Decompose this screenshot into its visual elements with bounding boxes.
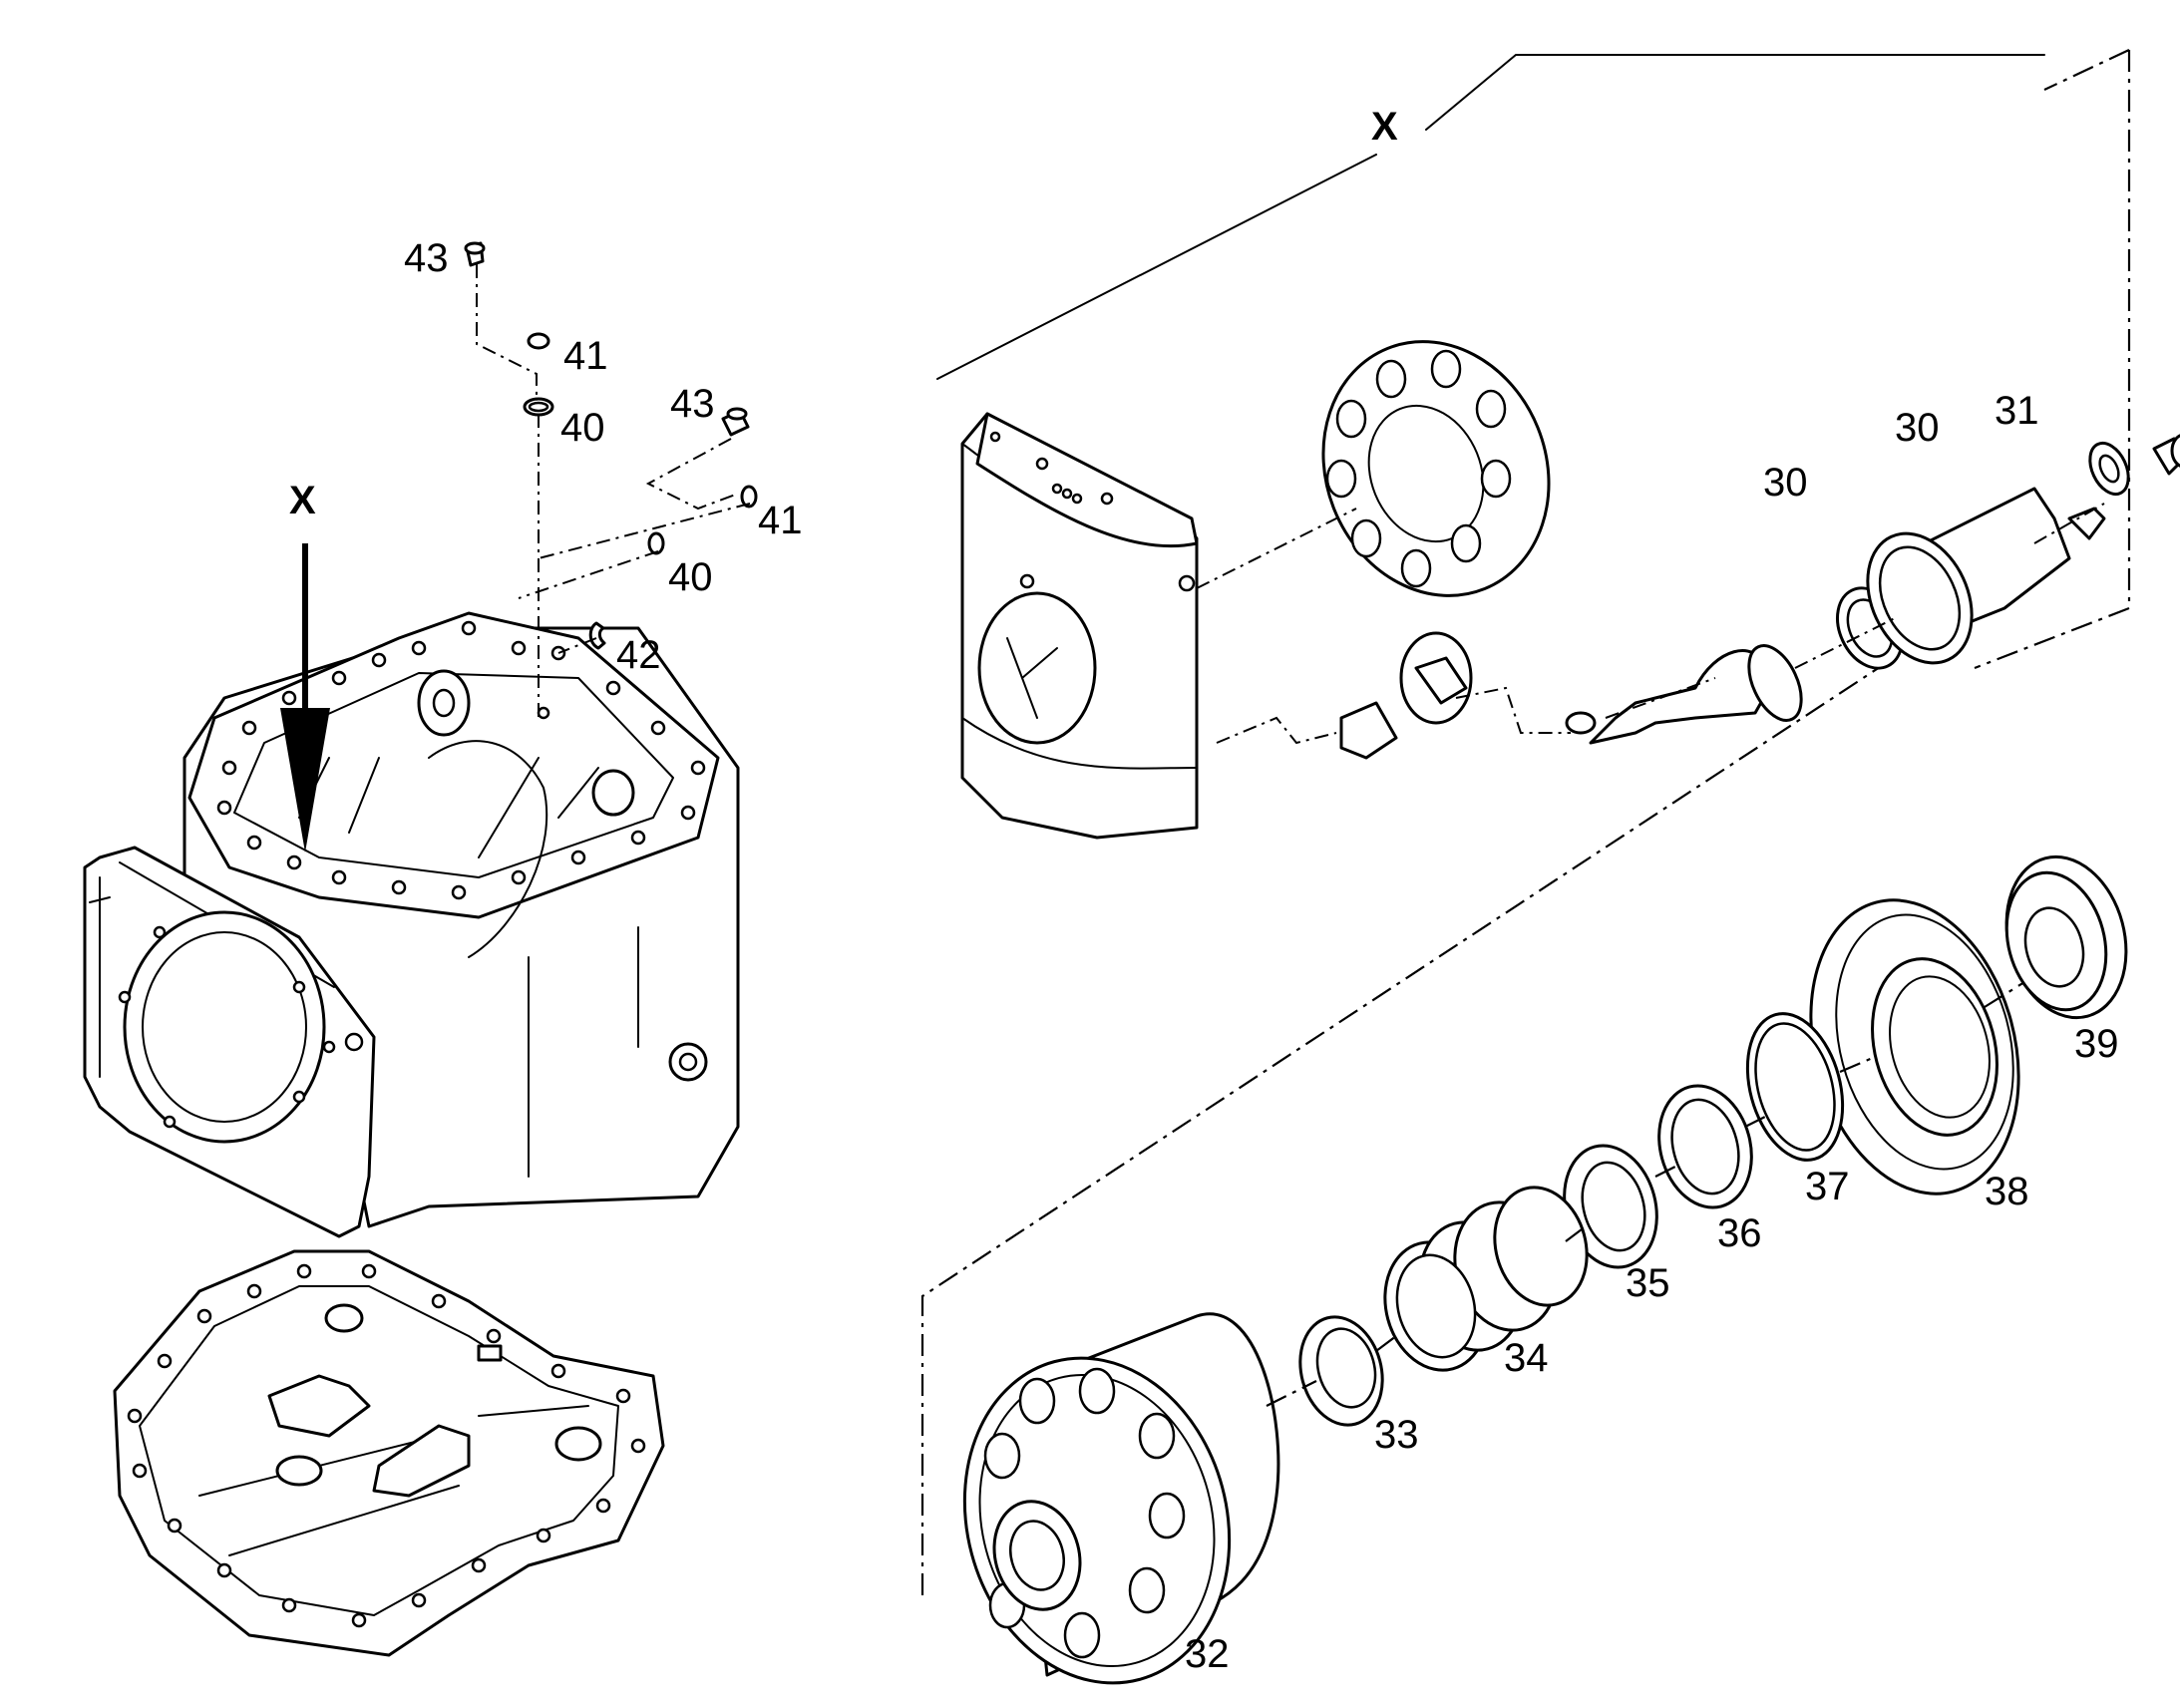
callout-36: 36 xyxy=(1717,1211,1762,1255)
callout-34: 34 xyxy=(1504,1336,1549,1380)
callout-40-side: 40 xyxy=(668,555,713,599)
callout-43-side: 43 xyxy=(670,382,715,426)
callout-40-top: 40 xyxy=(560,406,605,450)
cover-bolt-holes xyxy=(127,1263,646,1628)
callout-41-top: 41 xyxy=(563,334,608,378)
housing-assembly xyxy=(83,611,740,1238)
callout-labels: 43 41 40 43 41 40 42 30 30 31 32 33 34 3… xyxy=(404,236,2119,1676)
spring xyxy=(1383,1186,1589,1372)
view-x-arrow: X xyxy=(280,479,330,853)
detail-x-frame: X xyxy=(920,49,2131,1595)
callout-33: 33 xyxy=(1374,1413,1419,1457)
end-block xyxy=(960,412,1199,840)
callout-42: 42 xyxy=(616,633,661,677)
callout-30-washer: 30 xyxy=(1895,406,1940,450)
view-x-label-left: X xyxy=(289,479,316,522)
callout-30-sleeve: 30 xyxy=(1763,461,1808,505)
callout-32: 32 xyxy=(1185,1632,1230,1676)
callout-35: 35 xyxy=(1626,1261,1670,1305)
cover-plate xyxy=(113,1249,665,1657)
callout-43-top: 43 xyxy=(404,236,449,280)
callout-31: 31 xyxy=(1995,389,2039,433)
housing-bolt-holes xyxy=(216,620,706,900)
cylinder-bores xyxy=(983,1367,1186,1659)
callout-39: 39 xyxy=(2074,1022,2119,1066)
callout-37: 37 xyxy=(1805,1165,1850,1208)
callout-41-side: 41 xyxy=(758,499,803,542)
rotating-group xyxy=(962,854,2128,1685)
view-x-label-detail: X xyxy=(1371,105,1398,149)
housing-top-fittings xyxy=(464,241,758,650)
retainer-parts xyxy=(1196,503,2105,760)
servo-parts xyxy=(1565,434,2180,745)
end-block-holes xyxy=(989,431,1196,592)
callout-38: 38 xyxy=(1985,1170,2029,1213)
port-plate xyxy=(1321,340,1551,597)
front-flange-holes xyxy=(118,925,364,1129)
